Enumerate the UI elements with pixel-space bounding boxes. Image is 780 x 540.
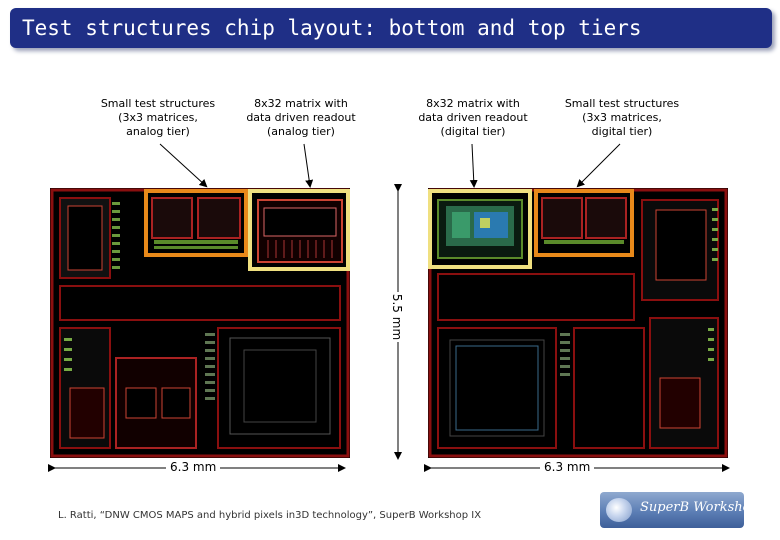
arrow-small-digital <box>576 143 621 188</box>
logo-text: SuperB Workshop IX <box>640 500 778 515</box>
label-matrix-analog: 8x32 matrix with data driven readout (an… <box>246 97 356 138</box>
highlight-matrix-analog <box>248 189 350 271</box>
label-matrix-digital: 8x32 matrix with data driven readout (di… <box>418 97 528 138</box>
footer-citation: L. Ratti, “DNW CMOS MAPS and hybrid pixe… <box>58 510 482 521</box>
title-bar: Test structures chip layout: bottom and … <box>10 8 772 48</box>
chip-layout-analog-tier <box>50 188 350 458</box>
width-label-left: 6.3 mm <box>166 460 221 474</box>
superb-workshop-logo: SuperB Workshop IX <box>600 492 777 528</box>
height-label: 5.5 mm <box>390 292 404 342</box>
highlight-matrix-digital <box>428 189 532 269</box>
globe-icon <box>606 498 632 522</box>
chip-layout-digital-tier <box>428 188 728 458</box>
highlight-small-digital <box>534 189 634 257</box>
label-small-digital: Small test structures (3x3 matrices, dig… <box>564 97 680 138</box>
highlight-small-analog <box>144 189 248 257</box>
label-small-analog: Small test structures (3x3 matrices, ana… <box>100 97 216 138</box>
arrow-small-analog <box>159 143 208 188</box>
arrow-matrix-analog <box>303 143 314 188</box>
slide-title: Test structures chip layout: bottom and … <box>22 16 642 40</box>
arrow-matrix-digital <box>469 143 478 188</box>
width-label-right: 6.3 mm <box>540 460 595 474</box>
